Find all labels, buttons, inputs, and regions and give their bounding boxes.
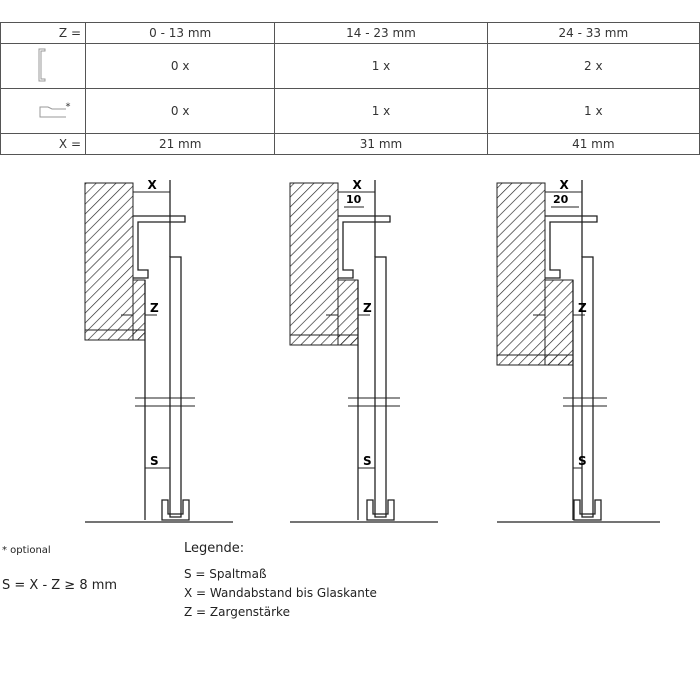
s-label: S bbox=[578, 454, 587, 468]
formula: S = X - Z ≥ 8 mm bbox=[2, 578, 118, 593]
rail-profile bbox=[545, 215, 598, 279]
cell: 1 x bbox=[274, 43, 488, 89]
cell: 1 x bbox=[486, 88, 700, 134]
frame-profile-icon bbox=[0, 43, 86, 89]
frame-bottom bbox=[289, 334, 359, 346]
frame-bottom bbox=[496, 354, 574, 366]
cell: 21 mm bbox=[84, 133, 276, 155]
x-label: X bbox=[353, 178, 363, 192]
x-label: X bbox=[148, 178, 158, 192]
s-label: S bbox=[150, 454, 159, 468]
cell: 0 x bbox=[84, 43, 276, 89]
wall bbox=[289, 182, 339, 336]
legend-title: Legende: bbox=[184, 541, 245, 556]
wall bbox=[496, 182, 546, 356]
frame-bottom bbox=[84, 329, 146, 341]
s-label: S bbox=[363, 454, 372, 468]
cell: 41 mm bbox=[486, 133, 700, 155]
spacing-table: Z = 0 - 13 mm 14 - 23 mm 24 - 33 mm 0 x … bbox=[0, 22, 700, 155]
optional-note: * optional bbox=[2, 545, 51, 556]
rail-profile bbox=[133, 215, 186, 279]
col-header: 14 - 23 mm bbox=[274, 22, 488, 44]
col-header: 24 - 33 mm bbox=[486, 22, 700, 44]
asterisk: * bbox=[65, 101, 71, 113]
z-label: Z bbox=[363, 301, 372, 315]
legend-item: S = Spaltmaß bbox=[184, 567, 267, 581]
z-label: Z = bbox=[0, 22, 86, 44]
x-label: X = bbox=[0, 133, 86, 155]
door-frame bbox=[544, 279, 574, 366]
profile-dim-label: 20 bbox=[553, 193, 569, 206]
cell: 2 x bbox=[486, 43, 700, 89]
glass-shoe bbox=[366, 499, 395, 521]
spacer-profile-icon: * bbox=[0, 88, 86, 134]
legend: S = Spaltmaß X = Wandabstand bis Glaskan… bbox=[184, 565, 377, 622]
glass-shoe bbox=[161, 499, 190, 521]
rail-profile bbox=[338, 215, 391, 279]
glass-panel bbox=[169, 256, 182, 518]
z-label: Z bbox=[150, 301, 159, 315]
glass-panel bbox=[374, 256, 387, 518]
x-label: X bbox=[560, 178, 570, 192]
wall bbox=[84, 182, 134, 331]
profile-dim-label: 10 bbox=[346, 193, 362, 206]
cell: 0 x bbox=[84, 88, 276, 134]
cell: 1 x bbox=[274, 88, 488, 134]
glass-panel bbox=[581, 256, 594, 518]
cell: 31 mm bbox=[274, 133, 488, 155]
legend-item: Z = Zargenstärke bbox=[184, 605, 290, 619]
z-label: Z bbox=[578, 301, 587, 315]
legend-item: X = Wandabstand bis Glaskante bbox=[184, 586, 377, 600]
col-header: 0 - 13 mm bbox=[84, 22, 276, 44]
glass-shoe bbox=[573, 499, 602, 521]
